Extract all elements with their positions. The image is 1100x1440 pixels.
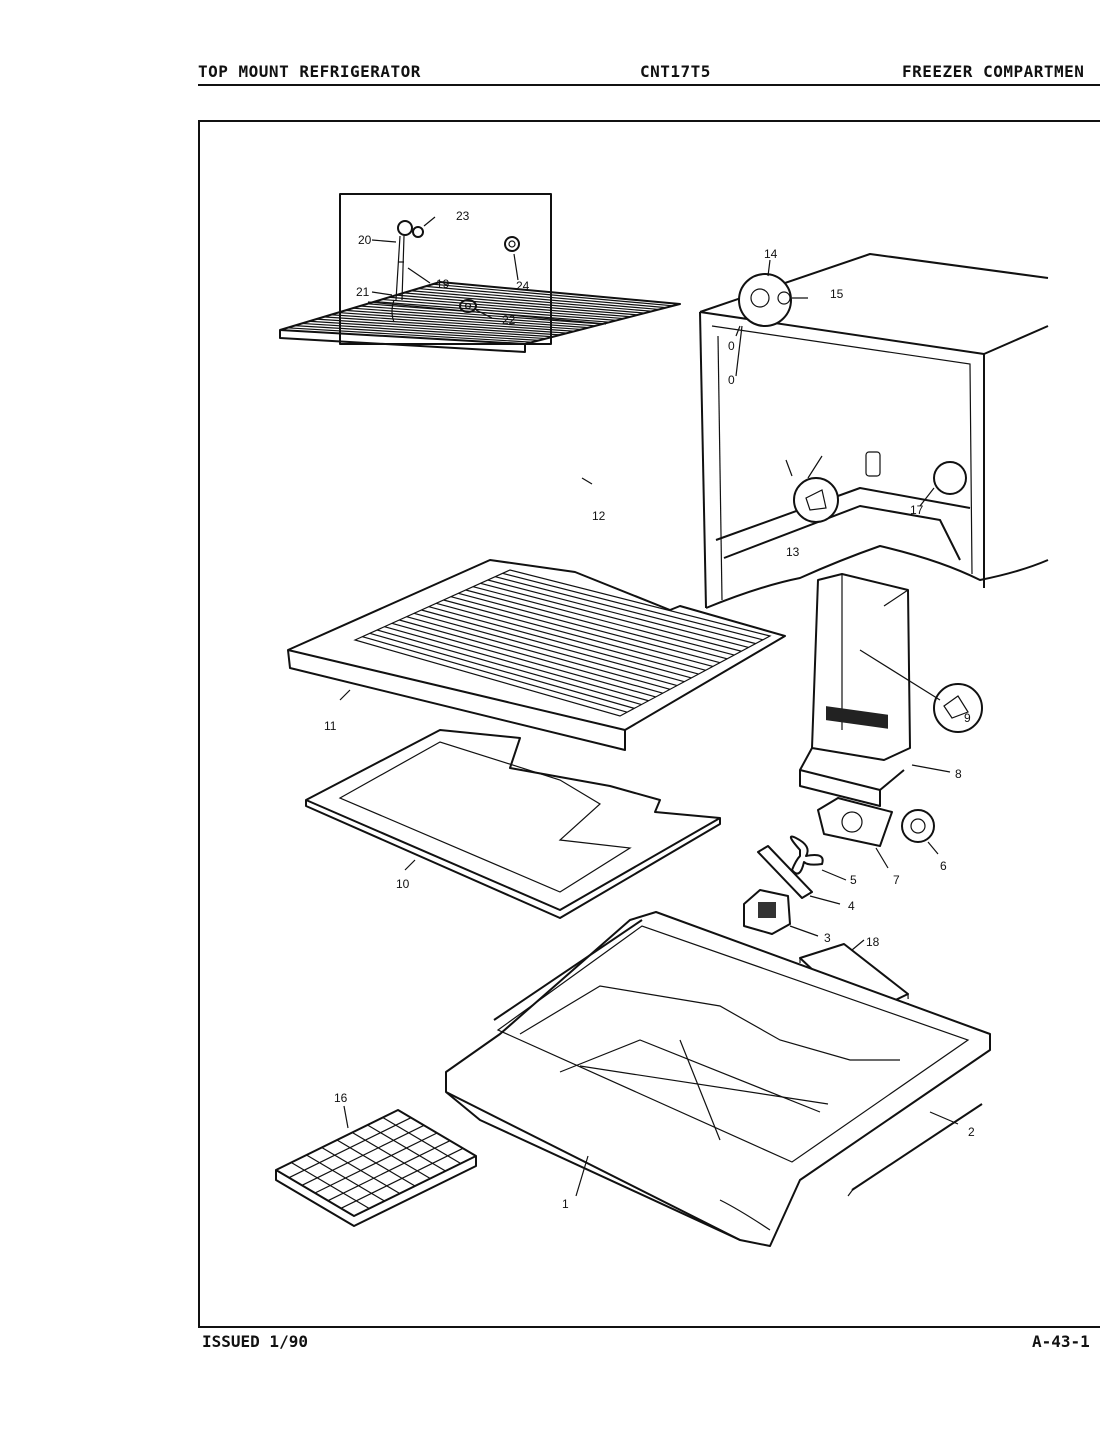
callout-19: 19 bbox=[436, 277, 450, 291]
callout-5: 5 bbox=[850, 873, 857, 887]
cabinet-freezer-cavity bbox=[699, 253, 1049, 609]
drawing-stroke bbox=[396, 294, 638, 316]
part-5-fan-blade bbox=[789, 835, 847, 881]
part-12-wire-shelf bbox=[279, 281, 681, 485]
header-model-type: TOP MOUNT REFRIGERATOR bbox=[198, 62, 421, 81]
drawing-stroke bbox=[316, 318, 561, 336]
header-section: FREEZER COMPARTMEN bbox=[902, 62, 1085, 81]
drawing-stroke bbox=[410, 290, 652, 312]
drawing-stroke bbox=[406, 616, 671, 690]
drawing-stroke bbox=[362, 636, 628, 713]
callout-24: 24 bbox=[516, 279, 530, 293]
drawing-stroke bbox=[428, 606, 692, 679]
part-4-bracket bbox=[757, 845, 841, 905]
part-8-air-duct bbox=[799, 573, 983, 807]
drawing-stroke bbox=[465, 589, 728, 660]
drawing-stroke bbox=[376, 629, 642, 706]
callout-17: 17 bbox=[910, 503, 924, 517]
drawing-stroke bbox=[425, 285, 666, 309]
part-6-grommet bbox=[901, 809, 939, 855]
header-model-number: CNT17T5 bbox=[640, 62, 711, 81]
drawing-stroke bbox=[309, 320, 554, 338]
footer-issued: ISSUED 1/90 bbox=[202, 1332, 308, 1351]
drawing-stroke bbox=[418, 287, 659, 311]
drawing-stroke bbox=[369, 632, 635, 709]
callout-6: 6 bbox=[940, 859, 947, 873]
drawing-stroke bbox=[288, 1117, 412, 1179]
footer-page-code: A-43-1 bbox=[1032, 1332, 1090, 1351]
drawing-stroke bbox=[391, 622, 656, 698]
header-rule bbox=[198, 84, 1100, 86]
callout-11: 11 bbox=[324, 719, 337, 733]
callout-9: 9 bbox=[964, 711, 971, 725]
drawing-stroke bbox=[495, 576, 756, 645]
inset-small-parts bbox=[339, 193, 552, 345]
callout-1: 1 bbox=[562, 1197, 569, 1211]
callout-0a: 0 bbox=[728, 339, 735, 353]
drawing-stroke bbox=[480, 582, 742, 652]
drawing-stroke bbox=[439, 281, 681, 305]
drawing-stroke bbox=[301, 322, 547, 340]
callout-23: 23 bbox=[456, 209, 470, 223]
callout-13: 13 bbox=[786, 545, 800, 559]
part-1-crisper-pan bbox=[445, 911, 991, 1247]
callout-21: 21 bbox=[356, 285, 370, 299]
drawing-stroke bbox=[487, 579, 749, 649]
callout-labels: 1 2 3 4 5 6 7 8 9 10 11 12 13 14 15 16 1… bbox=[324, 209, 975, 1211]
drawing-stroke bbox=[287, 327, 533, 343]
drawing-stroke bbox=[327, 1140, 451, 1202]
callout-14: 14 bbox=[764, 247, 778, 261]
drawing-stroke bbox=[443, 599, 706, 671]
drawing-stroke bbox=[340, 1147, 464, 1209]
callout-7: 7 bbox=[893, 873, 900, 887]
callout-18: 18 bbox=[866, 935, 880, 949]
part-11-shelf-frame bbox=[287, 559, 786, 751]
drawing-stroke bbox=[472, 586, 735, 656]
drawing-stroke bbox=[450, 596, 714, 668]
drawing-stroke bbox=[330, 314, 575, 332]
callout-2: 2 bbox=[968, 1125, 975, 1139]
drawing-stroke bbox=[399, 619, 664, 694]
drawing-stroke bbox=[403, 292, 645, 314]
callout-12: 12 bbox=[592, 509, 606, 523]
drawing-stroke bbox=[381, 298, 624, 320]
part-7-fan-bracket bbox=[817, 797, 893, 869]
callout-16: 16 bbox=[334, 1091, 348, 1105]
drawing-stroke bbox=[367, 303, 610, 323]
callout-22: 22 bbox=[502, 313, 516, 327]
callout-15: 15 bbox=[830, 287, 844, 301]
drawing-stroke bbox=[374, 301, 617, 321]
part-16-ice-tray bbox=[275, 1105, 477, 1227]
drawing-stroke bbox=[413, 612, 678, 687]
diagram-frame bbox=[198, 120, 1100, 1328]
part-3-fan-motor bbox=[743, 889, 819, 937]
drawing-stroke bbox=[359, 305, 603, 325]
drawing-stroke bbox=[345, 309, 589, 329]
callout-8: 8 bbox=[955, 767, 962, 781]
drawing-stroke bbox=[502, 572, 764, 641]
drawing-stroke bbox=[301, 1124, 425, 1186]
drawing-stroke bbox=[323, 316, 568, 334]
part-10-plate bbox=[305, 729, 721, 919]
callout-10: 10 bbox=[396, 877, 410, 891]
drawing-stroke bbox=[338, 311, 582, 331]
drawing-stroke bbox=[436, 602, 699, 675]
callout-0b: 0 bbox=[728, 373, 735, 387]
drawing-stroke bbox=[279, 329, 526, 345]
part-2-rail bbox=[493, 919, 983, 1197]
drawing-stroke bbox=[384, 626, 649, 702]
drawing-stroke bbox=[294, 325, 540, 341]
drawing-stroke bbox=[458, 592, 721, 664]
drawing-stroke bbox=[389, 296, 631, 318]
callout-4: 4 bbox=[848, 899, 855, 913]
drawing-stroke bbox=[352, 307, 596, 327]
drawing-stroke bbox=[421, 609, 685, 683]
callout-3: 3 bbox=[824, 931, 831, 945]
callout-20: 20 bbox=[358, 233, 372, 247]
drawing-stroke bbox=[314, 1132, 438, 1194]
drawing-stroke bbox=[432, 283, 674, 307]
